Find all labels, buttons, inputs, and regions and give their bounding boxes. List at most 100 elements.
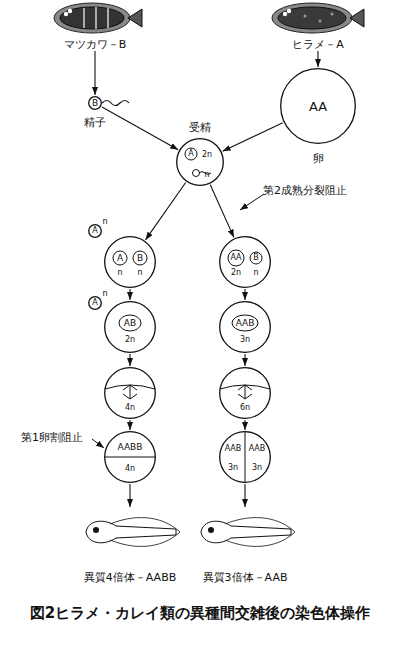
- arrow-connector: [129, 354, 130, 366]
- arrow-connector: [223, 123, 283, 152]
- cell-membrane: [220, 237, 271, 288]
- node-text: 4n: [125, 404, 135, 412]
- node-text: 2n: [125, 336, 135, 344]
- node-text: 異質4倍体－AABB: [84, 572, 176, 583]
- embryo-cell: 6n: [219, 367, 271, 419]
- arrow-connector: [102, 107, 178, 150]
- embryo-cell: AABB 4n: [104, 431, 156, 483]
- node-text: AAB: [249, 445, 266, 453]
- node-text: 2n: [202, 151, 212, 159]
- nucleus: [133, 251, 147, 265]
- node-text: B: [92, 99, 98, 108]
- node-text: 3n: [252, 464, 262, 472]
- node-text: B: [253, 254, 259, 262]
- node-text: A: [188, 150, 193, 158]
- node-text: AA: [230, 254, 241, 262]
- embryo-cell: AAB AAB 3n 3n: [219, 431, 271, 483]
- arrow-connector: [129, 420, 130, 430]
- arrow-connector: [244, 420, 245, 430]
- arrow-connector: [317, 51, 318, 67]
- node-text: 受精: [189, 122, 211, 133]
- node-text: 3n: [228, 464, 238, 472]
- node-text: A: [92, 299, 97, 307]
- cleavage-line: [104, 457, 156, 458]
- annotation-label: 第1卵割阻止: [21, 432, 83, 443]
- embryo-cell: AB 2n: [104, 301, 156, 353]
- fish-illustration: [54, 3, 142, 33]
- node-text: n: [253, 269, 258, 277]
- node-text: ヒラメ－A: [292, 39, 344, 50]
- arrow-connector: [129, 484, 130, 507]
- cell-membrane: [105, 432, 156, 483]
- figure-caption: 図2ヒラメ・カレイ類の異種間交雑後の染色体操作: [30, 606, 370, 621]
- fish-node: マツカワ－B: [45, 2, 145, 50]
- cell-outline: [104, 431, 156, 483]
- sperm-tail: [102, 101, 129, 106]
- node-text: n: [204, 171, 209, 179]
- polar-body: An: [88, 296, 102, 310]
- cell-outline: [219, 431, 271, 483]
- cell-membrane: [105, 302, 156, 353]
- leader-arrow: [240, 194, 264, 210]
- cell-membrane: [89, 97, 102, 110]
- node-text: 異質3倍体－AAB: [203, 572, 288, 583]
- nucleus: [185, 148, 197, 160]
- mitotic-figure: [123, 385, 137, 399]
- node-text: 卵: [313, 153, 324, 164]
- node-text: AAB: [236, 319, 255, 328]
- cell-membrane: [220, 302, 271, 353]
- sperm-cell: B精子: [88, 96, 102, 110]
- cell-membrane: [220, 432, 271, 483]
- node-text: 2n: [231, 269, 241, 277]
- node-text: n: [102, 218, 107, 226]
- nucleus: [228, 250, 244, 266]
- nucleus: [250, 252, 262, 264]
- cell-membrane: [281, 69, 356, 144]
- fish-illustration: [272, 3, 364, 33]
- node-text: A: [92, 227, 97, 235]
- node-text: 6n: [240, 404, 250, 412]
- cell-outline: [219, 236, 271, 288]
- node-text: 4n: [125, 465, 135, 473]
- larva-node: 異質4倍体－AABB: [55, 508, 205, 586]
- embryo-cell: AA B 2n n: [219, 236, 271, 288]
- cell-membrane: [89, 297, 102, 310]
- larva-node: 異質3倍体－AAB: [170, 508, 320, 586]
- arrow-connector: [94, 51, 95, 95]
- arrow-connector: [244, 484, 245, 507]
- fish-node: ヒラメ－A: [268, 2, 368, 50]
- arrow-connector: [129, 289, 130, 300]
- larva-illustration: [201, 518, 295, 547]
- cell-membrane: [105, 237, 156, 288]
- node-text: B: [137, 254, 143, 263]
- arrow-connector: [244, 354, 245, 366]
- nucleus: [119, 315, 141, 331]
- node-text: AB: [124, 319, 136, 328]
- cell-outline: [176, 138, 224, 186]
- cell-outline: [104, 236, 156, 288]
- embryo-cell: A Bn n: [104, 236, 156, 288]
- node-text: AAB: [225, 445, 242, 453]
- node-text: 精子: [84, 117, 106, 128]
- leader-arrow: [92, 439, 104, 448]
- node-text: AABB: [118, 443, 143, 452]
- node-text: 3n: [240, 336, 250, 344]
- node-text: n: [137, 269, 142, 277]
- cell-membrane: [220, 368, 271, 419]
- node-text: n: [102, 290, 107, 298]
- nucleus: [113, 251, 127, 265]
- larva-illustration: [86, 518, 180, 547]
- arrow-connector: [145, 182, 185, 239]
- zygote-cell: 受精A2nn: [176, 138, 224, 186]
- node-text: A: [117, 254, 123, 263]
- nucleus: [232, 315, 258, 331]
- polar-body: An: [88, 224, 102, 238]
- node-text: n: [117, 269, 122, 277]
- annotation-label: 第2成熟分裂阻止: [263, 185, 347, 196]
- embryo-cell: AAB 3n: [219, 301, 271, 353]
- node-text: AA: [309, 100, 327, 113]
- egg-cell: AA卵: [280, 68, 356, 144]
- node-text: マツカワ－B: [64, 39, 127, 50]
